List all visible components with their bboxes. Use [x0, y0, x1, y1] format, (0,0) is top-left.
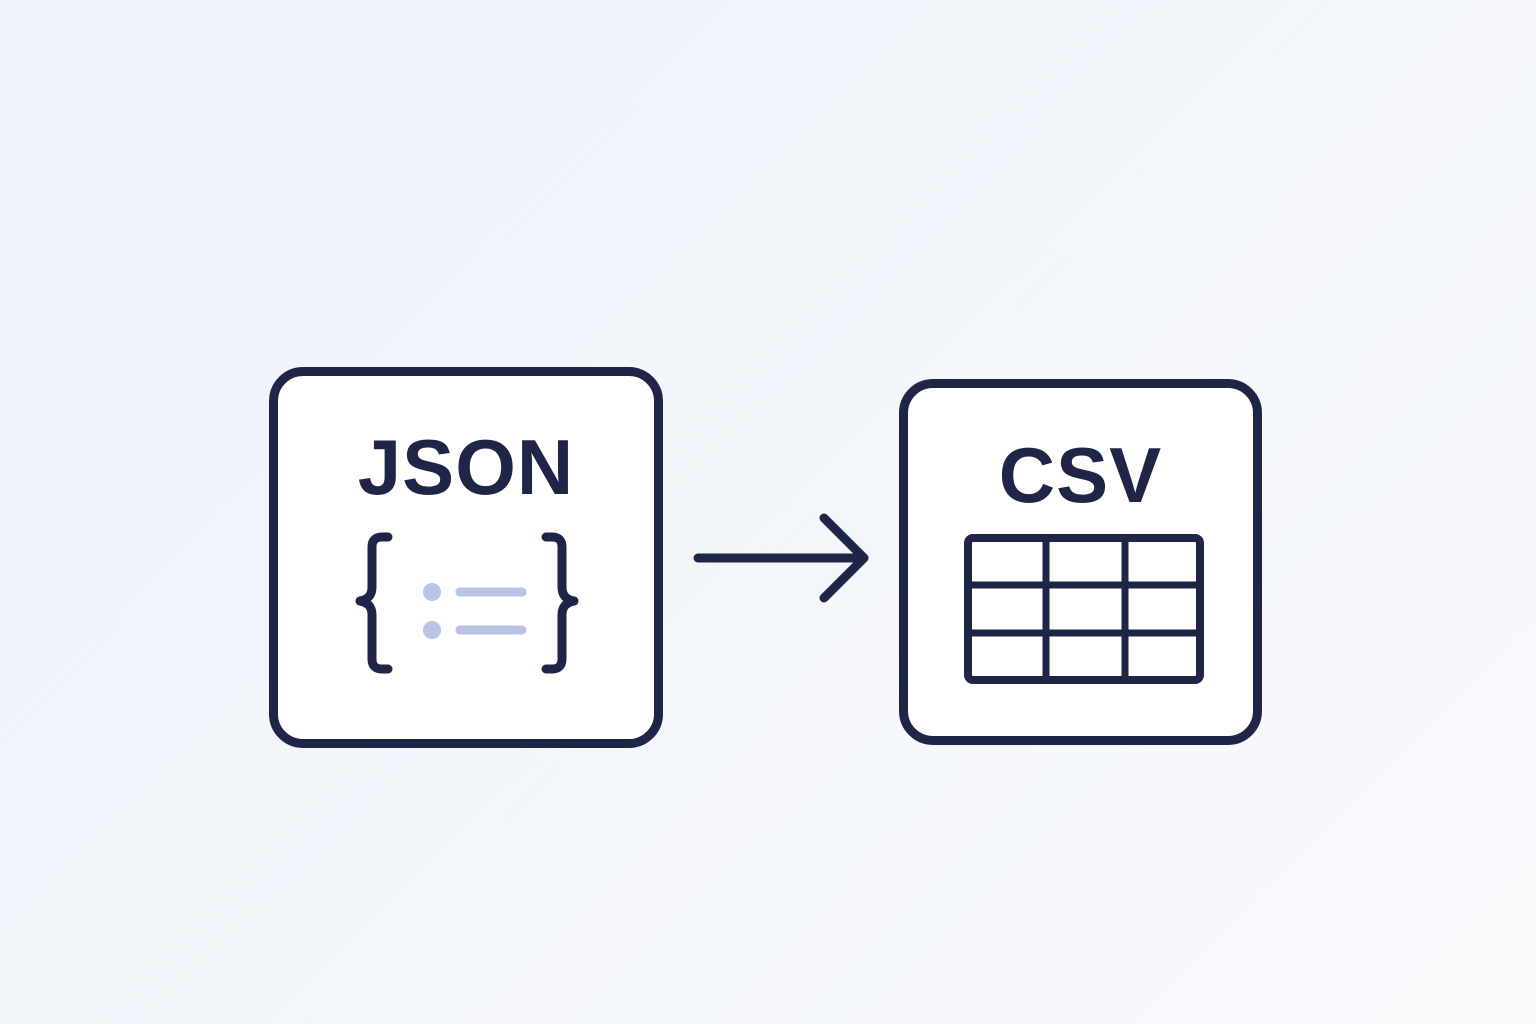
table-grid-icon	[964, 534, 1204, 684]
json-card: JSON	[269, 367, 663, 748]
curly-braces-list-icon	[355, 532, 579, 674]
csv-card: CSV	[899, 379, 1262, 745]
csv-title: CSV	[998, 431, 1163, 519]
json-title: JSON	[357, 423, 575, 511]
arrow-right-icon	[693, 513, 869, 603]
